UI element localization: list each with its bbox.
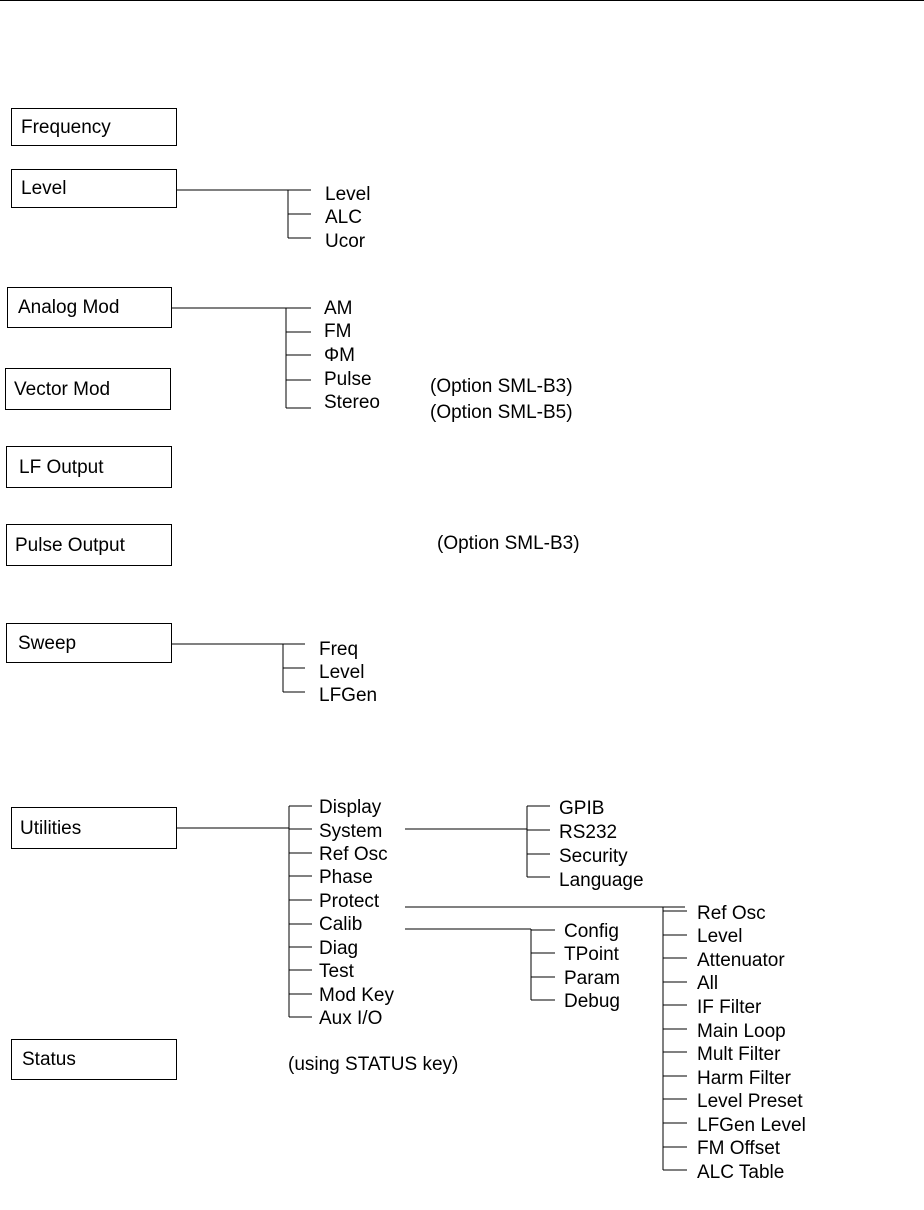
protect-item-fm-offset: FM Offset <box>697 1138 781 1159</box>
system-item-language: Language <box>559 870 644 891</box>
menu-box-level: Level <box>11 169 177 208</box>
system-item-rs232: RS232 <box>559 822 618 843</box>
menu-box-analog-mod: Analog Mod <box>7 287 172 328</box>
utilities-item-phase: Phase <box>319 867 373 888</box>
protect-item-main-loop: Main Loop <box>697 1021 786 1042</box>
level-item-level: Level <box>325 184 371 205</box>
analog-item-pulse: Pulse <box>324 369 372 390</box>
note-option-sml-b5: (Option SML-B5) <box>430 402 573 423</box>
top-border-line <box>0 0 924 1</box>
menu-box-sweep: Sweep <box>6 623 172 663</box>
protect-item-lfgen-level: LFGen Level <box>697 1115 806 1136</box>
menu-box-lf-output: LF Output <box>6 446 172 488</box>
calib-item-config: Config <box>564 921 619 942</box>
utilities-item-system: System <box>319 821 383 842</box>
note-option-sml-b3: (Option SML-B3) <box>430 376 573 397</box>
note-pulse-output-option: (Option SML-B3) <box>437 533 580 554</box>
calib-item-param: Param <box>564 968 620 989</box>
analog-item-am: AM <box>324 298 353 319</box>
sweep-item-level: Level <box>319 662 365 683</box>
utilities-item-aux-io: Aux I/O <box>319 1008 383 1029</box>
utilities-item-display: Display <box>319 797 382 818</box>
level-item-alc: ALC <box>325 207 362 228</box>
menu-box-pulse-output: Pulse Output <box>6 524 172 566</box>
calib-item-debug: Debug <box>564 991 620 1012</box>
calib-item-tpoint: TPoint <box>564 944 619 965</box>
protect-item-level: Level <box>697 926 743 947</box>
sweep-item-freq: Freq <box>319 639 359 660</box>
system-item-security: Security <box>559 846 628 867</box>
protect-item-alc-table: ALC Table <box>697 1162 785 1183</box>
protect-item-attenuator: Attenuator <box>697 950 785 971</box>
protect-item-all: All <box>697 973 719 994</box>
protect-item-ref-osc: Ref Osc <box>697 903 766 924</box>
menu-box-utilities: Utilities <box>11 807 177 849</box>
utilities-item-protect: Protect <box>319 891 380 912</box>
utilities-item-test: Test <box>319 961 354 982</box>
utilities-item-ref-osc: Ref Osc <box>319 844 388 865</box>
protect-item-level-preset: Level Preset <box>697 1091 803 1112</box>
utilities-item-mod-key: Mod Key <box>319 985 394 1006</box>
utilities-item-calib: Calib <box>319 914 363 935</box>
protect-item-mult-filter: Mult Filter <box>697 1044 781 1065</box>
system-item-gpib: GPIB <box>559 798 605 819</box>
analog-item-phim: ΦM <box>324 345 355 366</box>
analog-item-fm: FM <box>324 321 352 342</box>
utilities-item-diag: Diag <box>319 938 359 959</box>
menu-box-frequency: Frequency <box>11 108 177 146</box>
protect-item-harm-filter: Harm Filter <box>697 1068 791 1089</box>
menu-box-vector-mod: Vector Mod <box>5 368 171 410</box>
sweep-item-lfgen: LFGen <box>319 685 378 706</box>
protect-item-if-filter: IF Filter <box>697 997 762 1018</box>
analog-item-stereo: Stereo <box>324 392 380 413</box>
note-using-status-key: (using STATUS key) <box>288 1054 459 1075</box>
level-item-ucor: Ucor <box>325 231 366 252</box>
menu-box-status: Status <box>11 1039 177 1080</box>
